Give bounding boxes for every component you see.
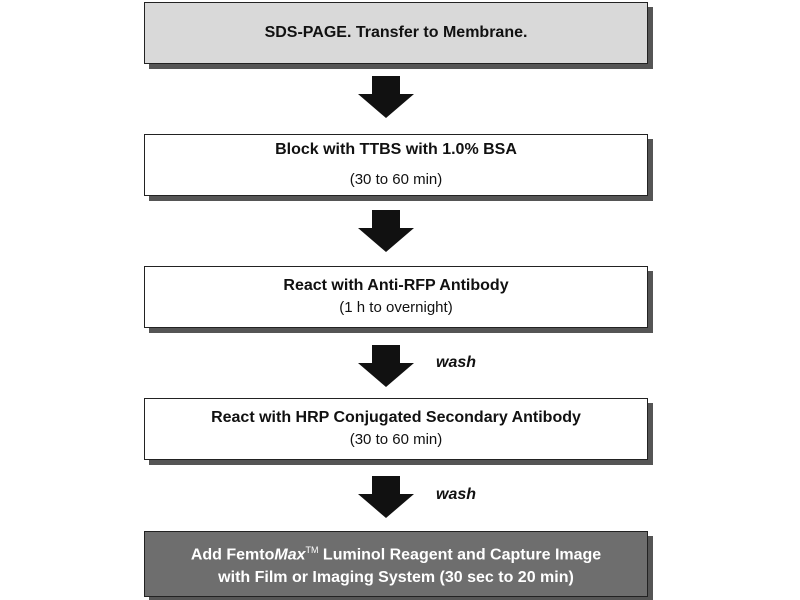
step-2-label: Block with TTBS with 1.0% BSA [275,141,517,158]
down-arrow-icon [358,345,414,387]
step-1-box: SDS-PAGE. Transfer to Membrane. [144,2,648,64]
step-4-label: React with HRP Conjugated Secondary Anti… [211,409,581,426]
down-arrow-icon [358,476,414,518]
step-5-label: Add FemtoMaxTM Luminol Reagent and Captu… [191,539,601,566]
trademark-mark: TM [305,545,319,556]
wash-label: wash [436,486,477,503]
step-5-line-2: with Film or Imaging System (30 sec to 2… [218,568,574,586]
step-3-duration: (1 h to overnight) [339,299,453,316]
step-5-prefix: Add Femto [190,546,275,564]
step-3-label: React with Anti-RFP Antibody [283,277,509,294]
step-2-box: Block with TTBS with 1.0% BSA (30 to 60 … [144,134,648,196]
down-arrow-icon [358,210,414,252]
step-5-box: Add FemtoMaxTM Luminol Reagent and Captu… [144,531,648,597]
step-3-box: React with Anti-RFP Antibody (1 h to ove… [144,266,648,328]
step-1-label: SDS-PAGE. Transfer to Membrane. [264,24,528,41]
step-2-duration: (30 to 60 min) [349,171,443,188]
step-5-italic-name: Max [274,546,306,564]
step-4-duration: (30 to 60 min) [349,431,443,448]
step-4-box: React with HRP Conjugated Secondary Anti… [144,398,648,460]
down-arrow-icon [358,76,414,118]
step-5-suffix: Luminol Reagent and Capture Image [318,546,602,564]
wash-label: wash [436,354,477,371]
